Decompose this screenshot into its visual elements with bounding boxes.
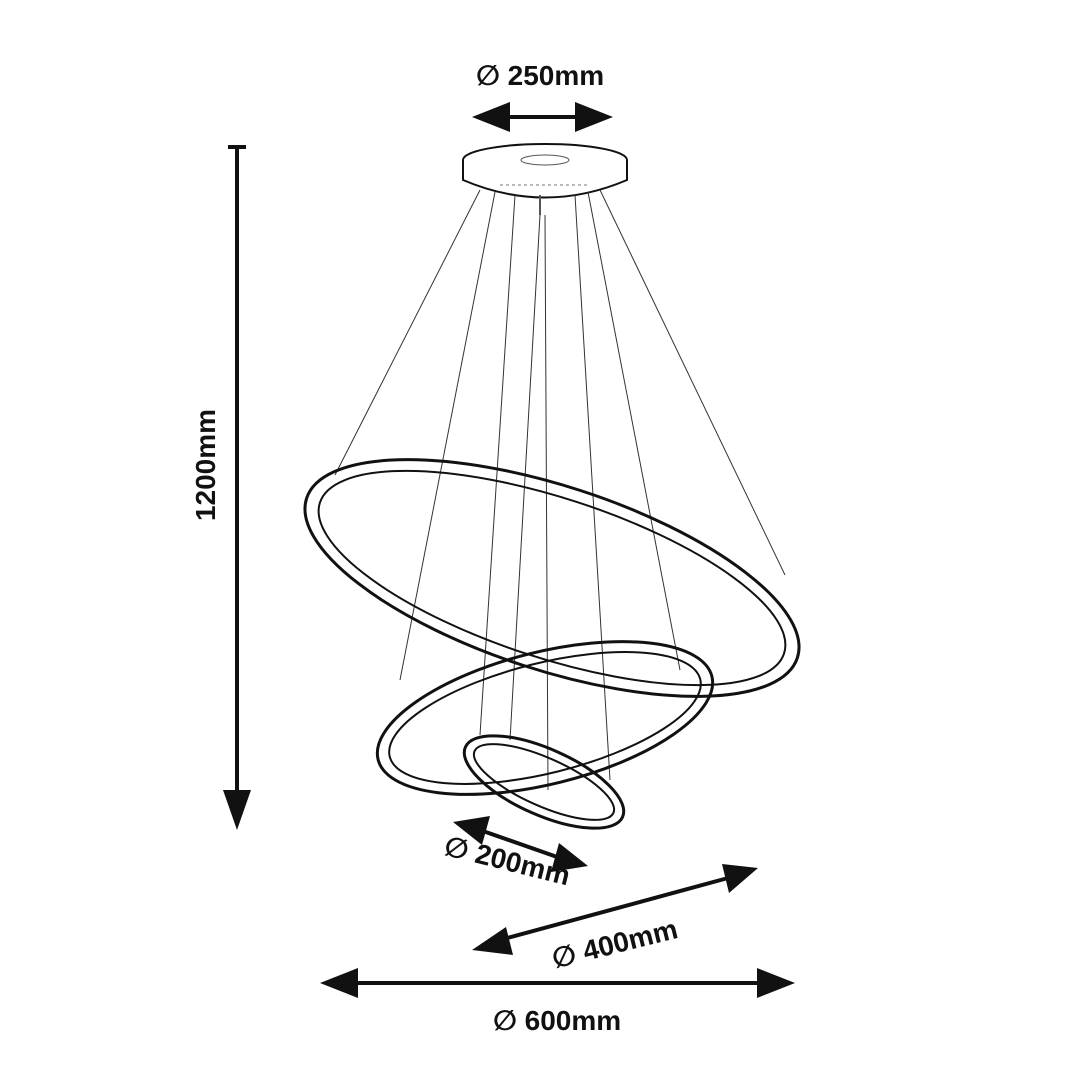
height-dimension: 1200mm bbox=[190, 145, 251, 830]
height-label: 1200mm bbox=[190, 409, 221, 521]
suspension-wires bbox=[334, 189, 786, 791]
small-ring bbox=[462, 734, 626, 830]
large-ring bbox=[303, 458, 801, 698]
ceiling-canopy bbox=[462, 143, 628, 215]
large-ring-diameter-label: ∅ 600mm bbox=[493, 1005, 621, 1036]
middle-ring bbox=[375, 640, 715, 796]
middle-ring-diameter-dimension: ∅ 400mm bbox=[472, 864, 758, 974]
canopy-diameter-dimension: ∅ 250mm bbox=[472, 60, 613, 132]
small-ring-diameter-dimension: ∅ 200mm bbox=[441, 816, 588, 891]
large-ring-diameter-dimension: ∅ 600mm bbox=[320, 968, 795, 1036]
canopy-diameter-label: ∅ 250mm bbox=[476, 60, 604, 91]
